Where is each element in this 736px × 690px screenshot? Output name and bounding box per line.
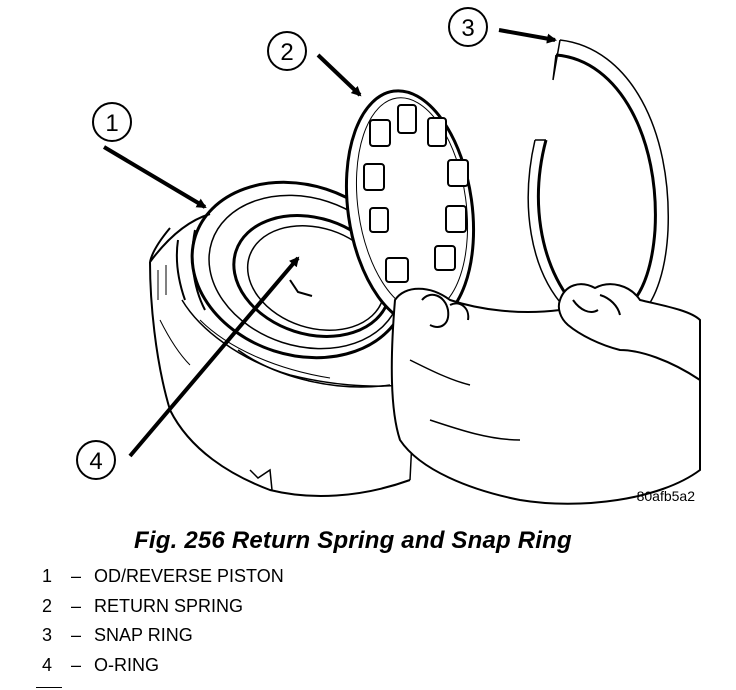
legend-separator: – — [70, 654, 81, 675]
svg-text:1: 1 — [105, 110, 118, 137]
figure-code: 80afb5a2 — [637, 488, 696, 504]
legend-number: 2 — [42, 595, 53, 616]
legend-label: O-RING — [94, 654, 159, 675]
legend-item: 3 – SNAP RING — [42, 625, 284, 655]
legend-item: 4 – O-RING — [42, 655, 284, 685]
svg-text:2: 2 — [280, 39, 293, 66]
legend-separator: – — [70, 595, 81, 616]
technical-illustration: 1 2 3 4 80afb5a2 — [76, 7, 701, 505]
legend-number: 4 — [42, 654, 53, 675]
legend-label: RETURN SPRING — [94, 595, 244, 616]
return-spring — [344, 89, 476, 327]
legend-label: OD/REVERSE PISTON — [94, 566, 284, 586]
callout-4: 4 — [76, 256, 300, 480]
callout-2: 2 — [267, 31, 362, 97]
legend-separator: – — [70, 625, 81, 645]
legend: 1 – OD/REVERSE PISTON 2 – RETURN SPRING … — [42, 566, 284, 684]
legend-item: 2 – RETURN SPRING — [42, 596, 284, 626]
legend-separator: – — [70, 566, 81, 586]
technician-hands — [390, 283, 701, 505]
legend-number: 1 — [42, 566, 53, 586]
legend-number: 3 — [42, 625, 53, 645]
snap-ring — [527, 39, 669, 327]
svg-text:3: 3 — [461, 15, 474, 42]
legend-item: 1 – OD/REVERSE PISTON — [42, 566, 284, 596]
legend-label: SNAP RING — [94, 625, 193, 645]
callout-3: 3 — [448, 7, 557, 47]
figure-caption: Fig. 256 Return Spring and Snap Ring — [134, 527, 572, 554]
svg-text:4: 4 — [89, 448, 102, 475]
callout-1: 1 — [92, 102, 207, 209]
footer-rule — [36, 687, 62, 688]
